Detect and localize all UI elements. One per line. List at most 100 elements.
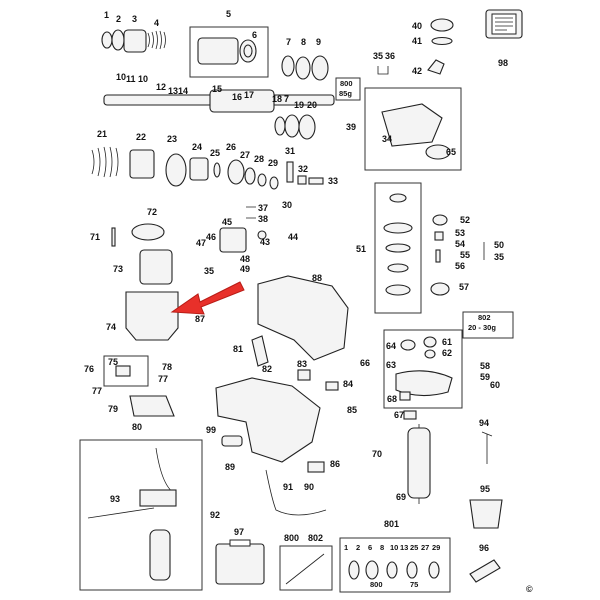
switch-box xyxy=(103,355,149,387)
label-99: 99 xyxy=(206,425,216,435)
label-15: 15 xyxy=(212,84,222,94)
kit-part-10: 10 xyxy=(390,543,398,552)
drill-body xyxy=(215,377,321,463)
label-34: 34 xyxy=(382,134,392,144)
grease-802-code: 802 xyxy=(478,313,491,322)
label-82: 82 xyxy=(262,364,272,374)
label-37: 37 xyxy=(258,203,268,213)
label-46: 46 xyxy=(206,232,216,242)
label-80: 80 xyxy=(132,422,142,432)
label-25: 25 xyxy=(210,148,220,158)
kit-part-13: 13 xyxy=(400,543,408,552)
highlight-arrow xyxy=(170,281,245,315)
kit-part-25: 25 xyxy=(410,543,418,552)
label-88: 88 xyxy=(312,273,322,283)
label-22: 22 xyxy=(136,132,146,142)
part-5-box xyxy=(189,26,269,78)
label-96: 96 xyxy=(479,543,489,553)
kit-part-27: 27 xyxy=(421,543,429,552)
label-90: 90 xyxy=(304,482,314,492)
label-20: 20 xyxy=(307,100,317,110)
label-69: 69 xyxy=(396,492,406,502)
kit-extra-800: 800 xyxy=(370,580,383,589)
chuck xyxy=(469,499,503,529)
label-78: 78 xyxy=(162,362,172,372)
label-39: 39 xyxy=(346,122,356,132)
kit-part-1: 1 xyxy=(344,543,348,552)
label-63: 63 xyxy=(386,360,396,370)
label-13: 13 xyxy=(168,86,178,96)
label-62: 62 xyxy=(442,348,452,358)
label-86: 86 xyxy=(330,459,340,469)
label-31: 31 xyxy=(285,146,295,156)
label-97: 97 xyxy=(234,527,244,537)
label-44: 44 xyxy=(288,232,298,242)
side-handle-box xyxy=(79,439,203,591)
carry-case xyxy=(215,543,265,585)
label-77b: 77 xyxy=(92,386,102,396)
label-9: 9 xyxy=(316,37,321,47)
label-45: 45 xyxy=(222,217,232,227)
label-4: 4 xyxy=(154,18,159,28)
label-94: 94 xyxy=(479,418,489,428)
label-2: 2 xyxy=(116,14,121,24)
label-60: 60 xyxy=(490,380,500,390)
label-28: 28 xyxy=(254,154,264,164)
label-43: 43 xyxy=(260,237,270,247)
label-49: 49 xyxy=(240,264,250,274)
label-27: 27 xyxy=(240,150,250,160)
kit-part-8: 8 xyxy=(380,543,384,552)
label-93: 93 xyxy=(110,494,120,504)
label-801: 801 xyxy=(384,519,399,529)
label-38: 38 xyxy=(258,214,268,224)
label-52: 52 xyxy=(460,215,470,225)
label-41: 41 xyxy=(412,36,422,46)
label-87: 87 xyxy=(195,314,205,324)
label-59: 59 xyxy=(480,372,490,382)
label-91: 91 xyxy=(283,482,293,492)
label-32: 32 xyxy=(298,164,308,174)
label-10a: 10 xyxy=(116,72,126,82)
label-40: 40 xyxy=(412,21,422,31)
label-30: 30 xyxy=(282,200,292,210)
grease-802-amount: 20 - 30g xyxy=(468,323,496,332)
label-85: 85 xyxy=(347,405,357,415)
kit-part-29: 29 xyxy=(432,543,440,552)
label-26: 26 xyxy=(226,142,236,152)
label-17: 17 xyxy=(244,90,254,100)
label-3: 3 xyxy=(132,14,137,24)
label-23: 23 xyxy=(167,134,177,144)
label-72: 72 xyxy=(147,207,157,217)
label-8: 8 xyxy=(301,37,306,47)
label-50: 50 xyxy=(494,240,504,250)
label-21: 21 xyxy=(97,129,107,139)
label-1: 1 xyxy=(104,10,109,20)
label-53: 53 xyxy=(455,228,465,238)
label-64: 64 xyxy=(386,341,396,351)
label-14: 14 xyxy=(178,86,188,96)
label-29: 29 xyxy=(268,158,278,168)
label-65: 65 xyxy=(446,147,456,157)
label-58: 58 xyxy=(480,361,490,371)
armature xyxy=(407,427,431,499)
label-802: 802 xyxy=(308,533,323,543)
gearbox-box xyxy=(364,87,462,171)
label-68: 68 xyxy=(387,394,397,404)
label-67: 67 xyxy=(394,410,404,420)
label-70: 70 xyxy=(372,449,382,459)
motor-housing xyxy=(125,291,179,341)
label-24: 24 xyxy=(192,142,202,152)
label-35-right: 35 xyxy=(494,252,504,262)
label-35-top: 35 xyxy=(373,51,383,61)
label-11: 11 xyxy=(126,74,136,84)
kit-801-box xyxy=(339,537,451,593)
label-89: 89 xyxy=(225,462,235,472)
label-66: 66 xyxy=(360,358,370,368)
copyright: © xyxy=(526,584,533,594)
label-75: 75 xyxy=(108,357,118,367)
grease-800-code: 800 xyxy=(340,79,353,88)
label-92: 92 xyxy=(210,510,220,520)
label-57: 57 xyxy=(459,282,469,292)
label-16: 16 xyxy=(232,92,242,102)
label-71: 71 xyxy=(90,232,100,242)
